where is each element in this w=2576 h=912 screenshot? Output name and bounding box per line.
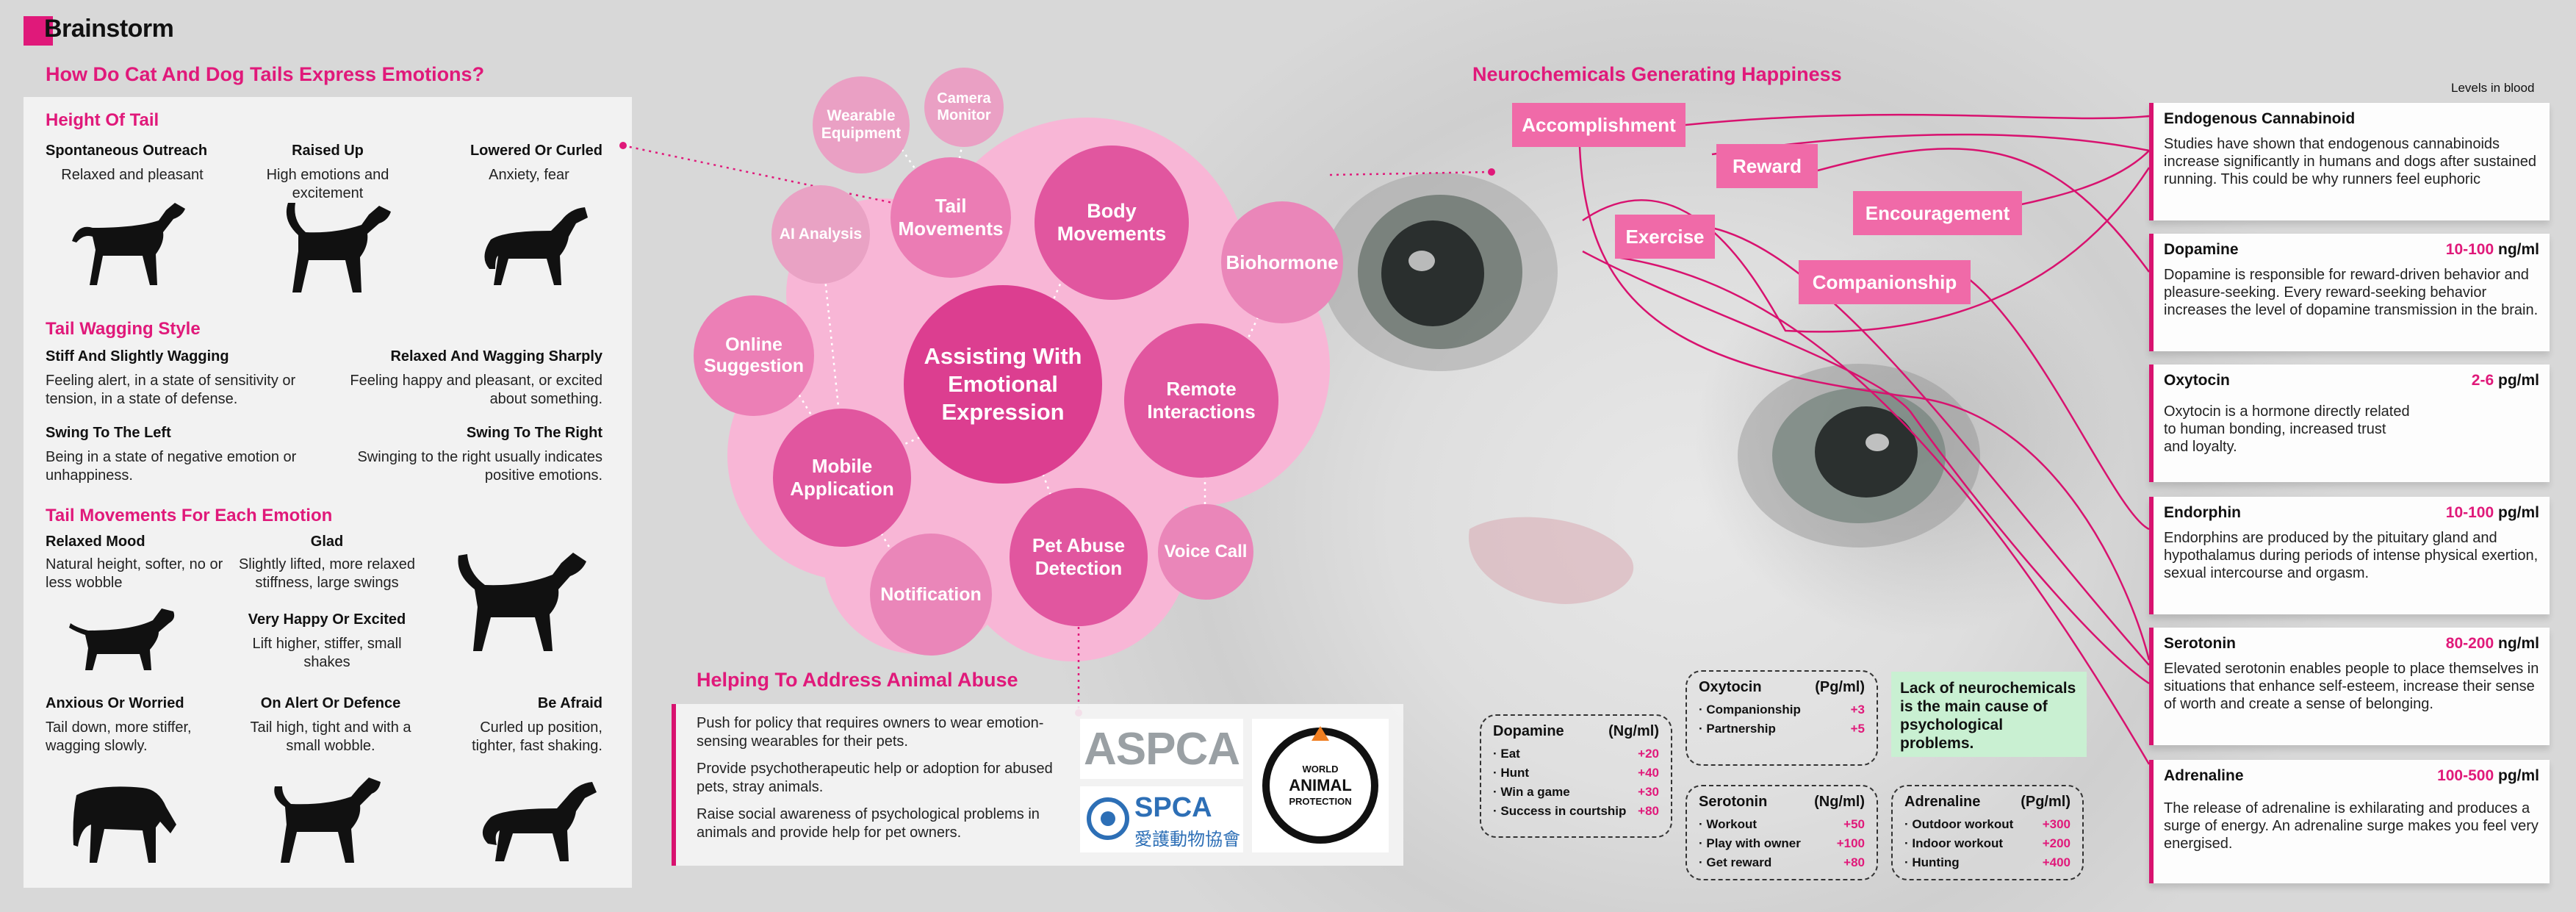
serotonin-box: Serotonin(Ng/ml) · Workout+50 · Play wit… bbox=[1685, 785, 1878, 880]
height-item-desc: Anxiety, fear bbox=[489, 167, 569, 183]
bubble-remote-interactions: Remote Interactions bbox=[1124, 323, 1278, 478]
wagging-item-label: Swing To The Left bbox=[46, 425, 171, 441]
wagging-item-desc: Feeling alert, in a state of sensitivity… bbox=[46, 373, 296, 407]
height-item-desc: High emotions and excitement bbox=[266, 167, 389, 201]
bubble-mobile-application: Mobile Application bbox=[773, 409, 911, 547]
dog-afraid-icon bbox=[482, 782, 597, 861]
dopamine-box: Dopamine(Ng/ml) · Eat+20 · Hunt+40 · Win… bbox=[1480, 714, 1672, 838]
bubble-body-movements: Body Movements bbox=[1035, 146, 1189, 300]
movement-item-desc: Tail down, more stiffer, wagging slowly. bbox=[46, 719, 192, 754]
aspca-logo: ASPCA bbox=[1080, 719, 1243, 779]
psychological-note: Lack of neurochemicals is the main cause… bbox=[1891, 672, 2087, 757]
movement-item-label: Anxious Or Worried bbox=[46, 695, 184, 711]
neuro-section-title: Neurochemicals Generating Happiness bbox=[1472, 63, 1842, 85]
bubble-ai-analysis: AI Analysis bbox=[771, 185, 870, 284]
bubble-wearable-equipment: Wearable Equipment bbox=[813, 76, 910, 173]
brand-title: Brainstorm bbox=[44, 15, 174, 43]
bubble-voice-call: Voice Call bbox=[1158, 504, 1253, 600]
wagging-item-label: Relaxed And Wagging Sharply bbox=[390, 348, 602, 365]
dog-raised-tail-icon bbox=[286, 203, 391, 292]
movement-item-label: Relaxed Mood bbox=[46, 534, 145, 550]
bubble-online-suggestion: Online Suggestion bbox=[694, 295, 814, 416]
adrenaline-box: Adrenaline(Pg/ml) · Outdoor workout+300 … bbox=[1891, 785, 2084, 880]
dog-lowered-tail-icon bbox=[484, 207, 588, 285]
movement-item-label: On Alert Or Defence bbox=[260, 695, 401, 711]
dog-relaxed-icon bbox=[72, 203, 185, 285]
movement-item-label: Be Afraid bbox=[537, 695, 602, 711]
dog-excited-icon bbox=[458, 553, 586, 651]
wagging-item-label: Stiff And Slightly Wagging bbox=[46, 348, 229, 365]
neurochemical-card: Endogenous Cannabinoid Studies have show… bbox=[2149, 103, 2550, 220]
height-of-tail-title: Height Of Tail bbox=[46, 110, 159, 130]
spca-emblem-icon bbox=[1087, 797, 1129, 840]
movement-item-desc: Slightly lifted, more relaxed stiffness,… bbox=[238, 556, 416, 591]
movement-item-desc: Lift higher, stiffer, small shakes bbox=[252, 636, 402, 670]
label-encouragement: Encouragement bbox=[1853, 191, 2022, 235]
label-companionship: Companionship bbox=[1799, 260, 1971, 304]
oxytocin-box: Oxytocin(Pg/ml) · Companionship+3 · Part… bbox=[1685, 670, 1878, 766]
spca-logo: SPCA 愛護動物協會 bbox=[1080, 786, 1243, 852]
height-item-label: Raised Up bbox=[292, 143, 364, 159]
bubble-center-emotional-expression: Assisting With Emotional Expression bbox=[904, 285, 1102, 484]
wagging-item-desc: Being in a state of negative emotion or … bbox=[46, 449, 297, 484]
movement-item-desc: Curled up position, tighter, fast shakin… bbox=[472, 719, 602, 754]
tail-movements-title: Tail Movements For Each Emotion bbox=[46, 506, 333, 525]
levels-in-blood-label: Levels in blood bbox=[2451, 81, 2535, 95]
abuse-accent-bar bbox=[672, 704, 676, 866]
wap-ring-icon bbox=[1262, 726, 1378, 844]
label-exercise: Exercise bbox=[1615, 215, 1715, 259]
movement-item-desc: Tail high, tight and with a small wobble… bbox=[250, 719, 411, 754]
left-section-title: How Do Cat And Dog Tails Express Emotion… bbox=[46, 63, 485, 85]
bubble-notification: Notification bbox=[870, 534, 992, 656]
brand-logo bbox=[24, 16, 53, 46]
dog-anxious-icon bbox=[73, 786, 176, 863]
label-accomplishment: Accomplishment bbox=[1512, 103, 1685, 147]
bubble-tail-movements: Tail Movements bbox=[891, 157, 1011, 278]
movement-item-label: Very Happy Or Excited bbox=[248, 611, 406, 628]
dachshund-icon bbox=[69, 608, 175, 670]
height-item-label: Spontaneous Outreach bbox=[46, 143, 208, 159]
label-reward: Reward bbox=[1716, 144, 1818, 188]
wagging-item-desc: Feeling happy and pleasant, or excited a… bbox=[350, 373, 602, 407]
bubble-camera-monitor: Camera Monitor bbox=[924, 68, 1004, 147]
height-item-desc: Relaxed and pleasant bbox=[61, 167, 204, 183]
movement-item-label: Glad bbox=[310, 534, 344, 550]
height-item-label: Lowered Or Curled bbox=[469, 143, 602, 159]
tail-wagging-title: Tail Wagging Style bbox=[46, 319, 201, 339]
abuse-panel: Push for policy that requires owners to … bbox=[672, 704, 1403, 866]
bubble-pet-abuse-detection: Pet Abuse Detection bbox=[1010, 488, 1148, 626]
world-animal-protection-logo: WORLD ANIMAL PROTECTION bbox=[1252, 719, 1389, 852]
abuse-point: Raise social awareness of psychological … bbox=[697, 806, 1040, 841]
movement-item-desc: Natural height, softer, no or less wobbl… bbox=[46, 556, 223, 591]
dog-alert-icon bbox=[274, 778, 381, 863]
wagging-item-label: Swing To The Right bbox=[466, 425, 602, 441]
abuse-section-title: Helping To Address Animal Abuse bbox=[697, 669, 1018, 691]
abuse-point: Provide psychotherapeutic help or adopti… bbox=[697, 761, 1053, 795]
abuse-point: Push for policy that requires owners to … bbox=[697, 715, 1044, 750]
bubble-biohormone: Biohormone bbox=[1221, 201, 1343, 323]
wagging-item-desc: Swinging to the right usually indicates … bbox=[357, 449, 602, 484]
